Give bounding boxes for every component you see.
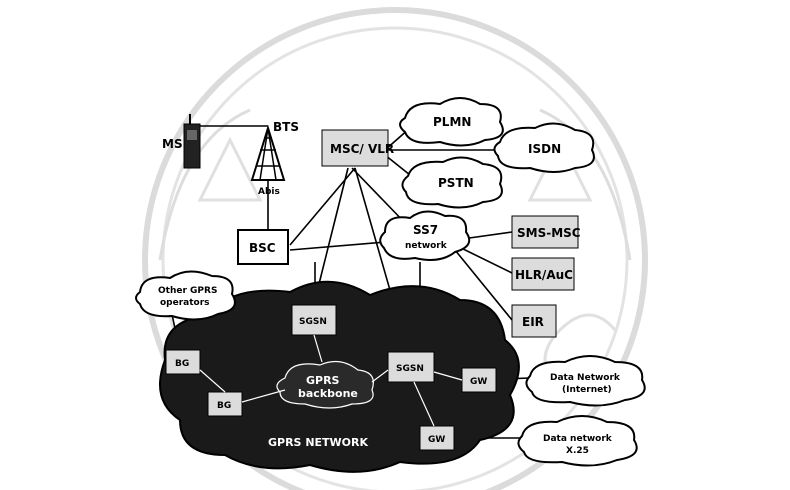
bsc-label: BSC xyxy=(249,241,276,255)
gw-label-2: GW xyxy=(428,435,445,445)
bsc-node xyxy=(237,229,289,265)
gprs-backbone-sub-label: backbone xyxy=(298,387,358,400)
gw-label-1: GW xyxy=(470,377,487,387)
data-network-x25-cloud xyxy=(517,415,638,467)
bts-tower-icon xyxy=(250,124,286,181)
ss7-label: SS7 xyxy=(413,223,438,237)
other-gprs-label: Other GPRS xyxy=(158,286,217,296)
ss7-sub-label: network xyxy=(405,241,448,251)
mobile-station-icon xyxy=(183,114,201,169)
bts-label: BTS xyxy=(273,120,299,134)
data-network-internet-cloud xyxy=(525,355,646,407)
bg-node-1 xyxy=(165,349,201,375)
eir-node xyxy=(511,304,557,338)
isdn-cloud xyxy=(493,122,595,173)
bg-node-2 xyxy=(207,391,243,417)
ss7-network-cloud xyxy=(379,210,471,261)
gw-node-2 xyxy=(419,425,455,451)
sgsn-node-top xyxy=(291,304,337,336)
other-gprs-sub-label: operators xyxy=(160,298,210,308)
hlr-auc-label: HLR/AuC xyxy=(515,268,573,282)
sgsn-top-label: SGSN xyxy=(299,317,327,327)
pstn-label: PSTN xyxy=(438,176,474,190)
sms-msc-label: SMS-MSC xyxy=(517,226,581,240)
data-network-2-sub-label: X.25 xyxy=(566,446,589,456)
ms-label: MS xyxy=(162,137,183,151)
isdn-label: ISDN xyxy=(528,142,561,156)
bg-label-1: BG xyxy=(175,359,189,369)
plmn-label: PLMN xyxy=(433,115,471,129)
pstn-cloud xyxy=(401,156,503,209)
gprs-backbone-label: GPRS xyxy=(306,374,340,387)
data-network-1-label: Data Network xyxy=(550,373,621,383)
abis-label: Abis xyxy=(258,187,280,197)
sgsn-node-right xyxy=(387,351,435,383)
gw-node-1 xyxy=(461,367,497,393)
sgsn-right-label: SGSN xyxy=(396,364,424,374)
backbone-internal-links xyxy=(199,334,463,427)
gprs-network-label: GPRS NETWORK xyxy=(268,436,368,449)
hlr-auc-node xyxy=(511,257,575,291)
sms-msc-node xyxy=(511,215,579,249)
data-network-1-sub-label: (Internet) xyxy=(562,385,612,395)
msc-vlr-node xyxy=(321,129,389,167)
other-gprs-operators-cloud xyxy=(135,270,236,321)
data-network-2-label: Data network xyxy=(543,434,613,444)
eir-label: EIR xyxy=(522,315,544,329)
plmn-cloud xyxy=(399,97,504,147)
msc-vlr-label: MSC/ VLR xyxy=(330,142,394,156)
gprs-backbone-cloud xyxy=(276,360,374,409)
bg-label-2: BG xyxy=(217,401,231,411)
